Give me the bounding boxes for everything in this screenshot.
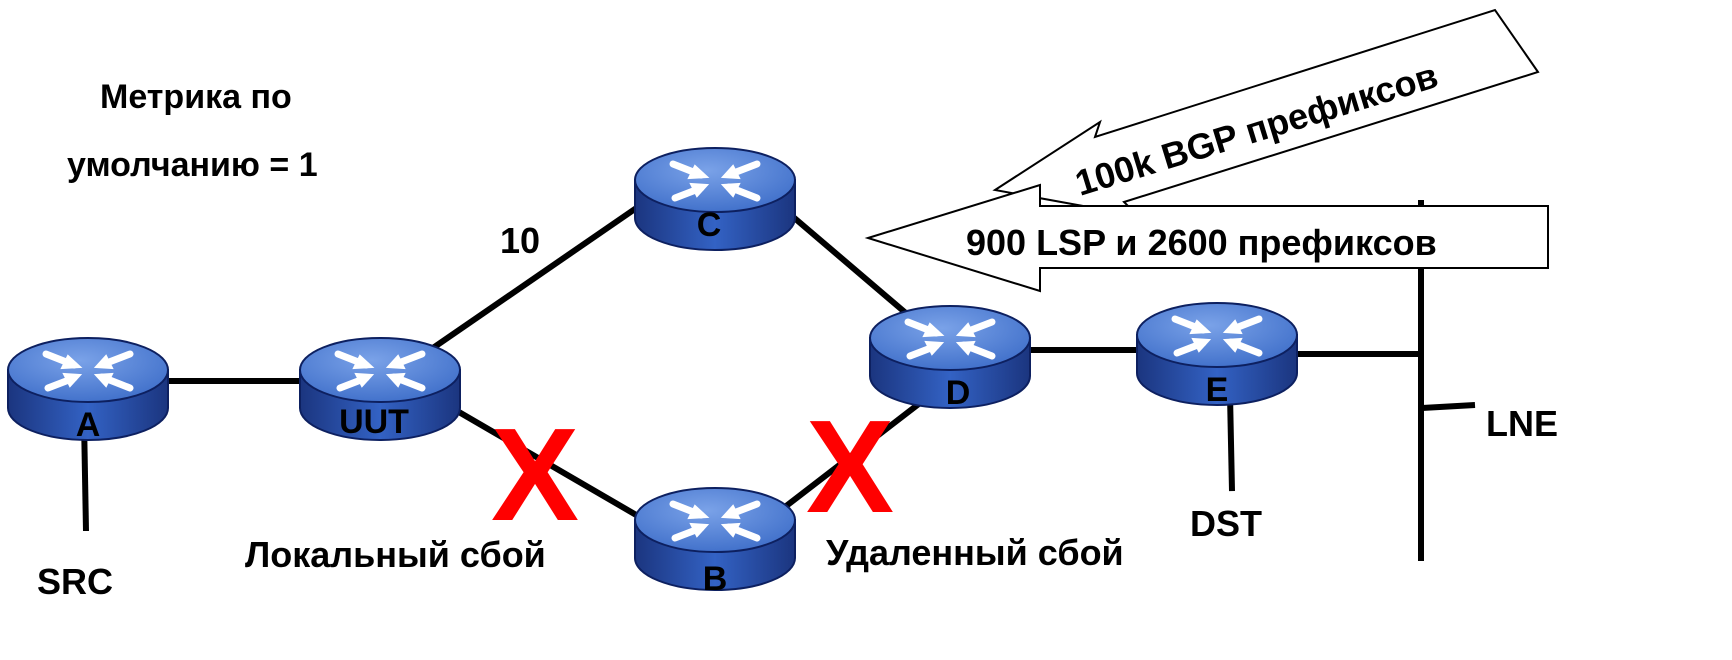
remote-failure-mark: X <box>806 393 894 540</box>
router-e[interactable]: E <box>1137 303 1297 409</box>
dst-label: DST <box>1190 503 1262 544</box>
router-label-b: B <box>703 560 728 598</box>
router-label-c: C <box>697 206 722 244</box>
local-failure-label: Локальный сбой <box>245 534 546 575</box>
metric-note-line2: умолчанию = 1 <box>67 146 318 184</box>
router-label-e: E <box>1206 371 1229 409</box>
router-a[interactable]: A <box>8 338 168 444</box>
link-c-d <box>783 207 916 323</box>
remote-failure-label: Удаленный сбой <box>826 532 1124 573</box>
links <box>81 197 1476 561</box>
router-label-d: D <box>946 374 971 412</box>
local-failure-mark: X <box>491 401 579 548</box>
router-uut[interactable]: UUT <box>300 338 460 441</box>
lsp-advertisement-label: 900 LSP и 2600 префиксов <box>966 222 1437 263</box>
link-b-d <box>766 400 922 523</box>
link-uut-b <box>450 405 652 526</box>
router-b[interactable]: B <box>635 488 795 598</box>
lsp-advertisement-arrow: 900 LSP и 2600 префиксов <box>864 183 1549 293</box>
link-cost-label: 10 <box>500 220 540 261</box>
metric-note-line1: Метрика по <box>100 78 292 116</box>
lne-label: LNE <box>1486 403 1558 444</box>
router-label-a: A <box>76 406 101 444</box>
router-c[interactable]: C <box>635 148 795 250</box>
link-lan-lne <box>1421 402 1476 411</box>
src-label: SRC <box>37 561 113 602</box>
router-d[interactable]: D <box>870 306 1030 412</box>
bgp-advertisement-arrow: 100k BGP префиксов <box>992 8 1540 218</box>
link-uut-c <box>428 197 650 353</box>
router-label-uut: UUT <box>339 403 409 441</box>
link-e-dst <box>1227 394 1235 492</box>
